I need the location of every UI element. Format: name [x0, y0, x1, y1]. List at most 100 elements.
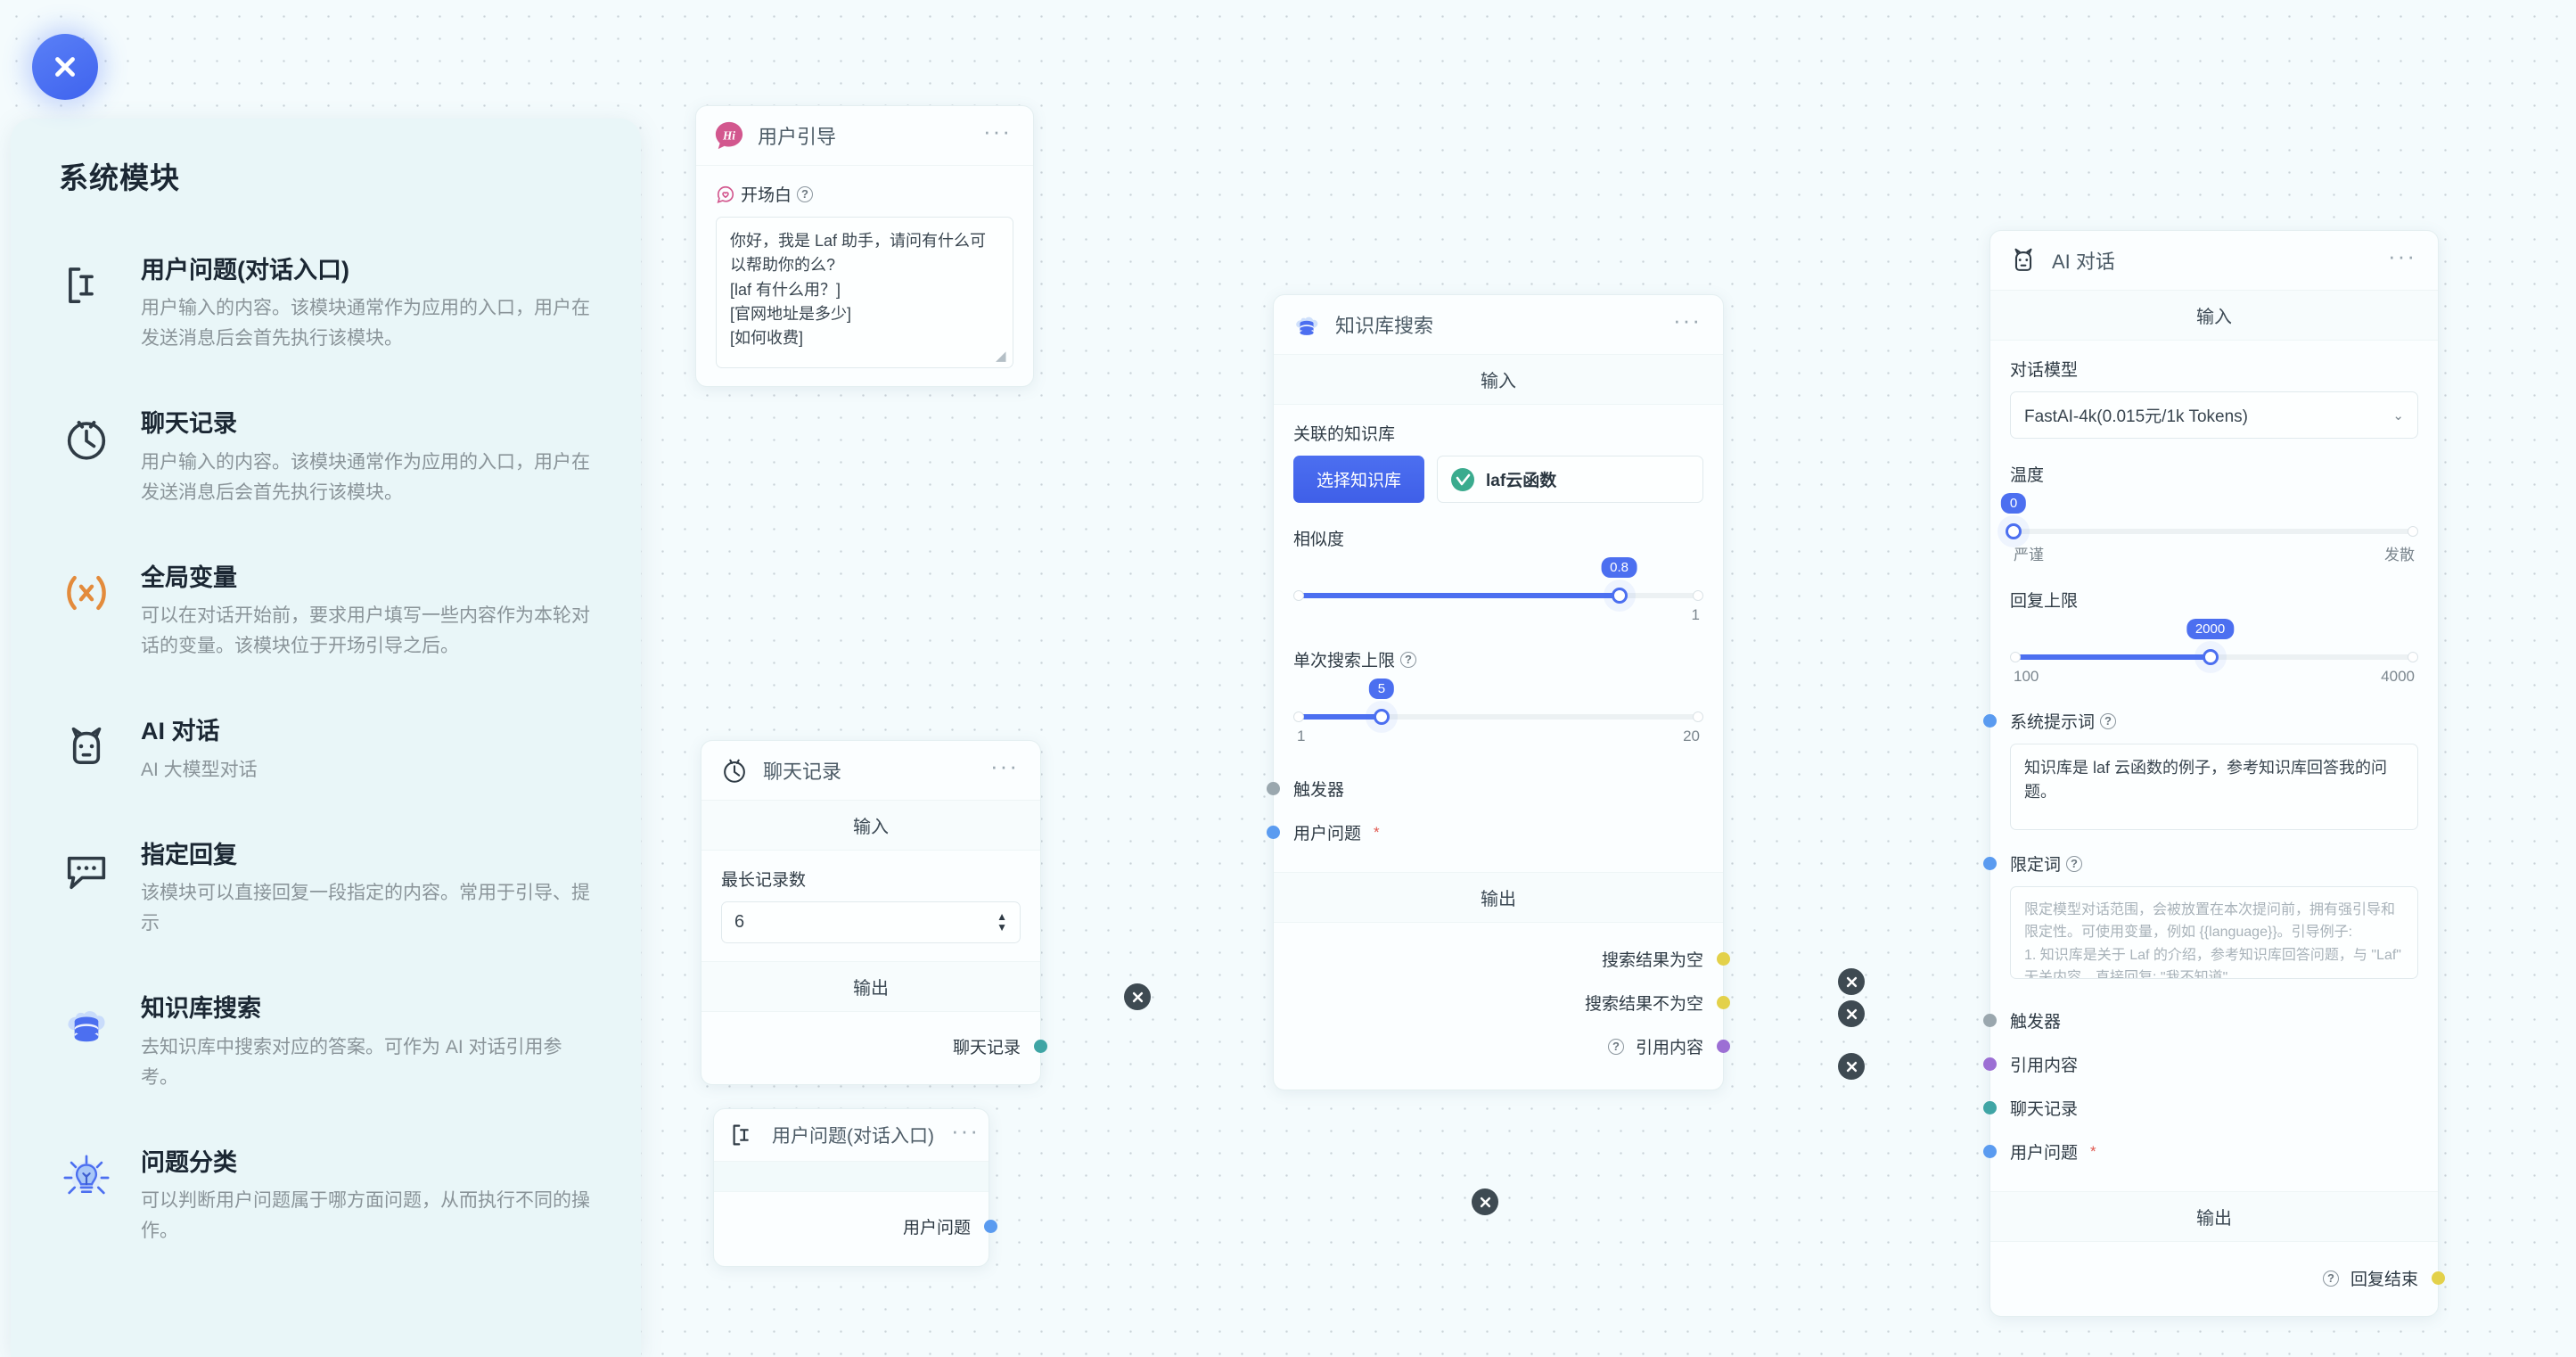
sidebar-item-user-question[interactable]: 用户问题(对话入口) 用户输入的内容。该模块通常作为应用的入口，用户在发送消息后… — [50, 236, 602, 370]
slider-range: 1 — [1297, 606, 1700, 624]
sidebar-item-ai-chat[interactable]: AI 对话 AI 大模型对话 — [50, 697, 602, 801]
sidebar-item-global-variable[interactable]: 全局变量 可以在对话开始前，要求用户填写一些内容作为本轮对话的变量。该模块位于开… — [50, 544, 602, 678]
help-icon[interactable]: ? — [2066, 855, 2083, 872]
similarity-slider[interactable]: 0.8 1 — [1293, 557, 1703, 626]
sidebar-item-question-classify[interactable]: 问题分类 可以判断用户问题属于哪方面问题，从而执行不同的操作。 — [50, 1129, 602, 1262]
module-description: 该模块可以直接回复一段指定的内容。常用于引导、提示 — [141, 883, 590, 934]
text-cursor-icon — [728, 1120, 759, 1150]
node-ai-chat[interactable]: AI 对话 ··· 输入 对话模型 FastAI-4k(0.015元/1k To… — [1983, 230, 2445, 1317]
node-outputs: 搜索结果为空 搜索结果不为空 ? 引用内容 — [1274, 923, 1730, 1090]
opening-statement-textarea[interactable]: 你好，我是 Laf 助手，请问有什么可以帮助你的么? [laf 有什么用？] [… — [716, 217, 1013, 368]
node-user-question[interactable]: 用户问题(对话入口) ··· 用户问题 — [713, 1108, 997, 1267]
input-port-chat-history[interactable] — [1983, 1101, 1997, 1114]
help-icon[interactable]: ? — [1400, 651, 1417, 668]
module-description: AI 大模型对话 — [141, 759, 258, 780]
stepper-down[interactable]: ▼ — [997, 921, 1007, 933]
help-icon[interactable]: ? — [1607, 1038, 1624, 1055]
hi-badge-icon: Hi — [714, 120, 744, 151]
temperature-slider[interactable]: 0 严谨 发散 — [2000, 493, 2418, 566]
help-icon[interactable]: ? — [2322, 1270, 2339, 1287]
input-port-limit-prompt[interactable] — [1983, 857, 1997, 870]
slider-track[interactable]: 0 — [2000, 493, 2418, 539]
kb-chip-label: laf云函数 — [1486, 472, 1557, 490]
node-header: 知识库搜索 ··· — [1274, 295, 1723, 355]
quantity-stepper[interactable]: ▲ ▼ — [997, 910, 1007, 933]
module-name: AI 对话 — [141, 718, 220, 745]
slider-thumb[interactable] — [2202, 649, 2219, 665]
input-port-quote-content[interactable] — [1983, 1057, 1997, 1071]
output-port-chat-history[interactable] — [1034, 1040, 1047, 1053]
lightbulb-icon — [59, 1150, 114, 1205]
output-port-search-empty[interactable] — [1717, 952, 1730, 966]
slider-thumb[interactable] — [1611, 588, 1628, 604]
input-port-trigger[interactable] — [1983, 1014, 1997, 1027]
module-description: 用户输入的内容。该模块通常作为应用的入口，用户在发送消息后会首先执行该模块。 — [141, 451, 590, 503]
help-icon[interactable]: ? — [797, 185, 814, 202]
node-user-guide[interactable]: Hi 用户引导 ··· 开场白 ? 你好，我是 Laf 助手，请问有什么可以帮助… — [695, 105, 1034, 387]
slider-track[interactable]: 0.8 — [1293, 557, 1703, 604]
output-port-user-question[interactable] — [984, 1220, 997, 1233]
node-body: 关联的知识库 选择知识库 laf云函数 相似度 0.8 — [1267, 405, 1723, 872]
slider-min-knob — [2010, 652, 2021, 662]
slider-thumb[interactable] — [2006, 523, 2022, 539]
port-row: ? 回复结束 — [2010, 1256, 2445, 1300]
slider-thumb[interactable] — [1373, 709, 1390, 725]
port-label: 聊天记录 — [2010, 1100, 2079, 1119]
required-marker: * — [2090, 1142, 2096, 1160]
module-description: 用户输入的内容。该模块通常作为应用的入口，用户在发送消息后会首先执行该模块。 — [141, 298, 590, 350]
ai-input-ports: 触发器 引用内容 聊天记录 用户问题* — [1983, 999, 2418, 1173]
system-prompt-text: 系统提示词 — [2010, 713, 2096, 732]
slider-max-label: 1 — [1691, 606, 1700, 623]
database-icon — [59, 996, 114, 1051]
output-port-quote-content[interactable] — [1717, 1040, 1730, 1053]
edge-delete-button[interactable] — [1838, 968, 1865, 995]
search-limit-slider[interactable]: 5 1 20 — [1293, 678, 1703, 747]
close-panel-button[interactable] — [32, 34, 98, 100]
edge-delete-button[interactable] — [1472, 1188, 1498, 1215]
stepper-up[interactable]: ▲ — [997, 910, 1007, 923]
node-menu-button[interactable]: ··· — [990, 753, 1019, 779]
node-menu-button[interactable]: ··· — [951, 1117, 980, 1144]
max-records-label: 最长记录数 — [721, 871, 807, 890]
output-port-search-not-empty[interactable] — [1717, 996, 1730, 1009]
model-select[interactable]: FastAI-4k(0.015元/1k Tokens) ⌄ — [2010, 391, 2418, 439]
output-port-reply-end[interactable] — [2432, 1271, 2445, 1285]
edge-delete-button[interactable] — [1838, 1053, 1865, 1080]
kb-chip-laf[interactable]: laf云函数 — [1437, 456, 1703, 503]
input-port-user-question[interactable] — [1267, 826, 1280, 839]
slider-track[interactable]: 2000 — [2010, 619, 2418, 665]
chat-bubble-icon — [59, 843, 114, 898]
edge-delete-button[interactable] — [1838, 1000, 1865, 1027]
node-header: AI 对话 ··· — [1990, 231, 2438, 291]
module-name: 全局变量 — [141, 563, 237, 591]
slider-value-bubble: 0 — [2000, 493, 2027, 514]
input-port-trigger[interactable] — [1267, 782, 1280, 795]
input-port-user-question[interactable] — [1983, 1145, 1997, 1158]
max-records-input[interactable]: 6 ▲ ▼ — [721, 901, 1021, 943]
close-icon — [1480, 1197, 1490, 1207]
resize-grip[interactable]: ◢ — [996, 349, 1006, 364]
input-port-system-prompt[interactable] — [1983, 714, 1997, 728]
node-menu-button[interactable]: ··· — [983, 118, 1012, 144]
node-menu-button[interactable]: ··· — [2388, 243, 2416, 269]
slider-track[interactable]: 5 — [1293, 678, 1703, 725]
edge-delete-button[interactable] — [1124, 983, 1151, 1010]
panel-title: 系统模块 — [59, 161, 180, 194]
port-label: 触发器 — [1293, 781, 1345, 800]
system-prompt-textarea[interactable]: 知识库是 laf 云函数的例子，参考知识库回答我的问题。 — [2010, 744, 2418, 830]
node-menu-button[interactable]: ··· — [1673, 307, 1702, 333]
port-row: ? 引用内容 — [1293, 1024, 1730, 1068]
max-tokens-slider[interactable]: 2000 100 4000 — [2010, 619, 2418, 687]
help-icon[interactable]: ? — [2100, 712, 2117, 729]
sidebar-item-kb-search[interactable]: 知识库搜索 去知识库中搜索对应的答案。可作为 AI 对话引用参考。 — [50, 975, 602, 1108]
sidebar-item-specified-reply[interactable]: 指定回复 该模块可以直接回复一段指定的内容。常用于引导、提示 — [50, 821, 602, 955]
node-kb-search[interactable]: 知识库搜索 ··· 输入 关联的知识库 选择知识库 laf云函数 相似度 — [1267, 294, 1730, 1090]
max-tokens-field: 回复上限 2000 100 4000 — [2010, 588, 2418, 687]
slider-max-label: 发散 — [2384, 547, 2415, 563]
select-kb-button[interactable]: 选择知识库 — [1293, 456, 1425, 503]
node-chat-history[interactable]: 聊天记录 ··· 输入 最长记录数 6 ▲ ▼ 输出 聊天记录 — [701, 740, 1047, 1085]
kb-selection-row: 选择知识库 laf云函数 — [1293, 456, 1703, 503]
node-body: 对话模型 FastAI-4k(0.015元/1k Tokens) ⌄ 温度 0 … — [1983, 341, 2438, 1191]
limit-prompt-textarea[interactable]: 限定模型对话范围，会被放置在本次提问前，拥有强引导和限定性。可使用变量，例如 {… — [2010, 886, 2418, 979]
sidebar-item-chat-history[interactable]: 聊天记录 用户输入的内容。该模块通常作为应用的入口，用户在发送消息后会首先执行该… — [50, 390, 602, 523]
